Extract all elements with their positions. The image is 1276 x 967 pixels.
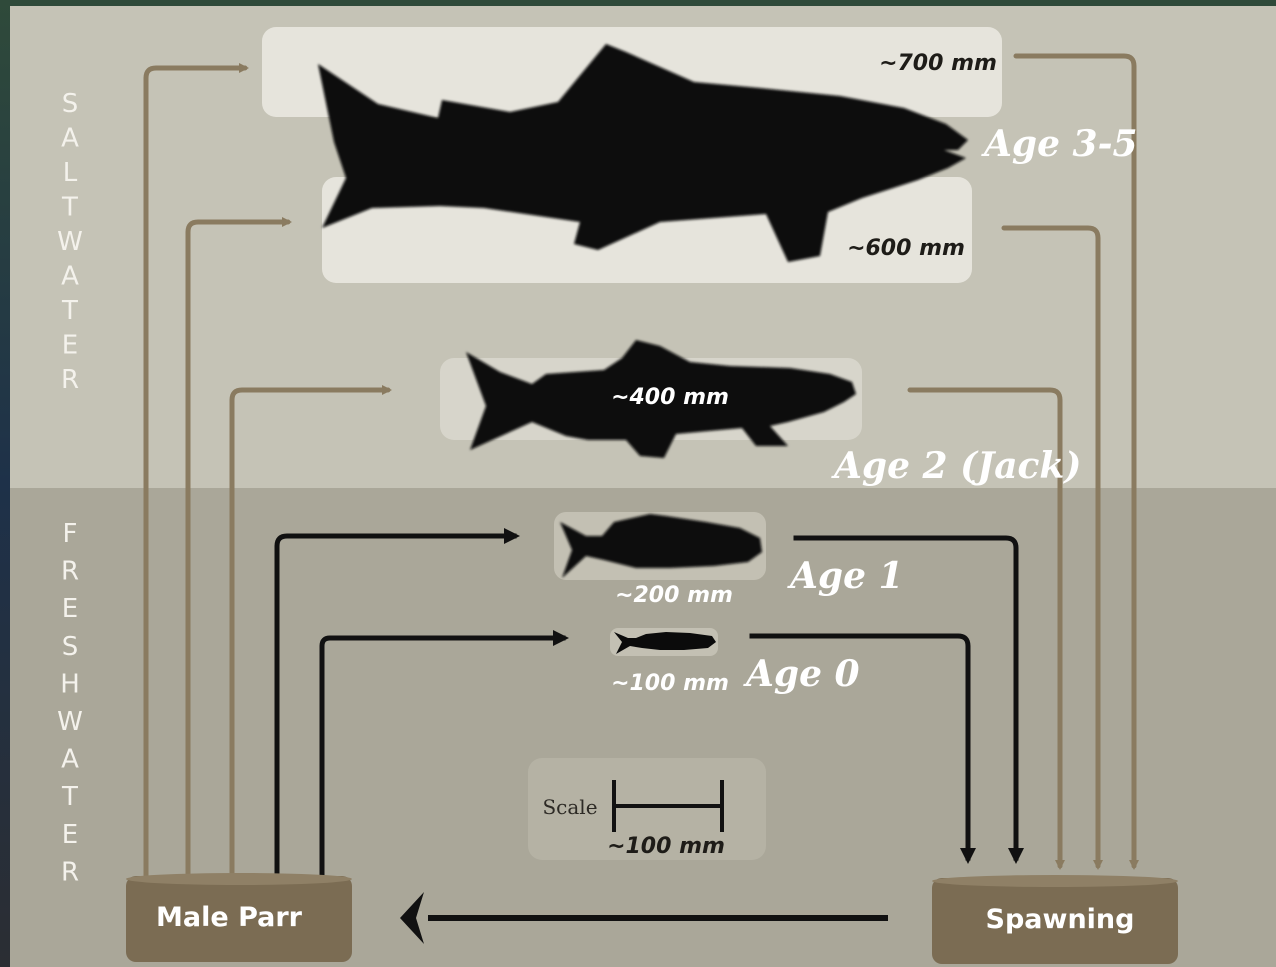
scale-word: Scale: [542, 795, 597, 819]
age-label-3-5: Age 3-5: [981, 123, 1138, 165]
age-label-0: Age 0: [743, 653, 860, 695]
saltwater-letter: W: [57, 227, 83, 257]
size-label-600: ~600 mm: [847, 236, 965, 261]
male-parr-label: Male Parr: [156, 902, 303, 933]
age-label-2: Age 2 (Jack): [831, 445, 1081, 487]
size-label-700: ~700 mm: [879, 51, 997, 76]
saltwater-letter: A: [61, 262, 79, 292]
saltwater-letter: E: [62, 331, 78, 361]
saltwater-letter: A: [61, 124, 79, 154]
freshwater-letter: H: [60, 669, 80, 699]
spawning-label: Spawning: [986, 904, 1135, 935]
freshwater-letter: F: [63, 519, 78, 549]
freshwater-letter: T: [61, 782, 78, 812]
freshwater-letter: W: [57, 707, 83, 737]
saltwater-letter: R: [61, 365, 79, 395]
freshwater-letter: A: [61, 745, 79, 775]
size-label-100: ~100 mm: [611, 671, 729, 696]
freshwater-letter: S: [62, 632, 79, 662]
saltwater-letter: T: [61, 296, 78, 326]
size-label-400: ~400 mm: [611, 385, 729, 410]
saltwater-letter: S: [62, 89, 79, 119]
size-label-200: ~200 mm: [615, 583, 733, 608]
spawning-box: Spawning: [932, 875, 1178, 964]
saltwater-letter: L: [63, 158, 78, 188]
freshwater-letter: R: [61, 557, 79, 587]
freshwater-letter: R: [61, 857, 79, 887]
scale-length-label: ~100 mm: [607, 834, 725, 859]
freshwater-letter: E: [62, 820, 78, 850]
age-label-1: Age 1: [787, 555, 904, 597]
saltwater-letter: T: [61, 193, 78, 223]
freshwater-letter: E: [62, 594, 78, 624]
male-parr-box: Male Parr: [126, 873, 352, 962]
